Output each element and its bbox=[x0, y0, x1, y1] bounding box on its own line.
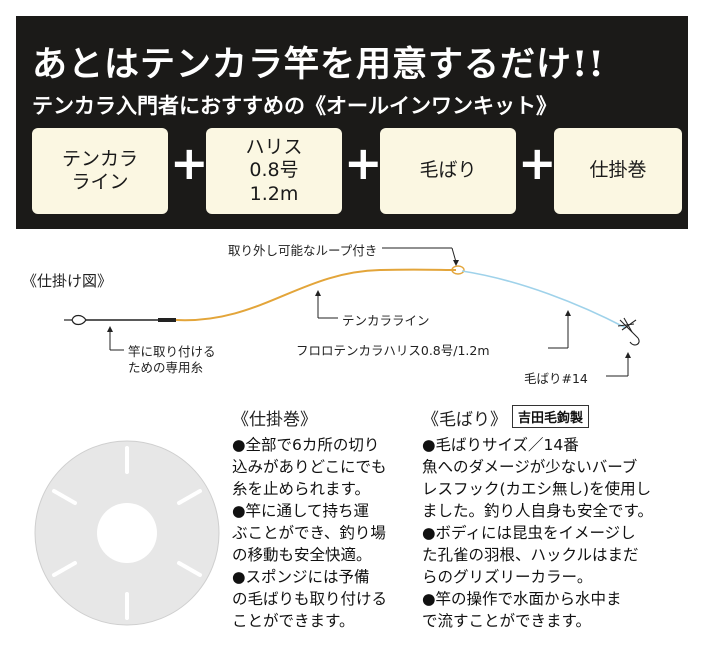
rigging-diagram bbox=[64, 247, 640, 377]
fly-section-title: 《毛ばり》 bbox=[422, 410, 507, 430]
headline: あとはテンカラ竿を用意するだけ!! bbox=[32, 44, 605, 85]
list-item: 魚へのダメージが少ないバーブ bbox=[422, 458, 638, 476]
plus-sign: + bbox=[170, 136, 209, 190]
loop-icon bbox=[451, 265, 465, 275]
list-item: 込みがありどこにでも bbox=[232, 458, 387, 476]
label-tenkara-line: テンカラライン bbox=[342, 313, 430, 328]
rod-thread-line bbox=[64, 314, 176, 326]
list-item: ぶことができ、釣り場 bbox=[232, 524, 386, 542]
list-item: ●ボディには昆虫をイメージし bbox=[422, 524, 636, 542]
label-rod-attach-2: ための専用糸 bbox=[128, 360, 204, 375]
kit-item-line: 仕掛巻 bbox=[589, 159, 647, 182]
kit-header-band: あとはテンカラ竿を用意するだけ!! テンカラ入門者におすすめの《オールインワンキ… bbox=[16, 16, 688, 229]
label-fly: 毛ばり#14 bbox=[524, 371, 588, 386]
plus-sign: + bbox=[518, 136, 557, 190]
spool-feature-list: ●全部で6カ所の切り 込みがありどこにでも 糸を止められます。 ●竿に通して持ち… bbox=[232, 434, 387, 632]
kit-item-fly: 毛ばり bbox=[380, 128, 516, 214]
label-loop: 取り外し可能なループ付き bbox=[228, 243, 378, 258]
maker-badge: 吉田毛鉤製 bbox=[512, 405, 590, 428]
fly-feature-list: ●毛ばりサイズ／14番 魚へのダメージが少ないバーブ レスフック(カエシ無し)を… bbox=[422, 434, 653, 632]
list-item: ●スポンジには予備 bbox=[232, 568, 370, 586]
kit-item-line: 0.8号 bbox=[249, 159, 299, 182]
diagram-title: 《仕掛け図》 bbox=[22, 272, 113, 290]
list-item: 糸を止められます。 bbox=[232, 480, 370, 498]
list-item: ●竿に通して持ち運 bbox=[232, 502, 370, 520]
kit-item-line: 1.2m bbox=[249, 182, 299, 205]
list-item: らのグリズリーカラー。 bbox=[422, 568, 593, 586]
list-item: ●全部で6カ所の切り bbox=[232, 436, 380, 454]
list-item: ことができます。 bbox=[232, 612, 355, 630]
label-harisu: フロロテンカラハリス0.8号/1.2m bbox=[296, 343, 490, 358]
kit-item-line: テンカラ bbox=[61, 147, 138, 170]
subheadline: テンカラ入門者におすすめの《オールインワンキット》 bbox=[32, 93, 557, 118]
kit-item-line: 毛ばり bbox=[419, 159, 477, 182]
list-item: ●竿の操作で水面から水中ま bbox=[422, 590, 622, 608]
kit-item-line: ハリス bbox=[245, 136, 303, 159]
fly-icon bbox=[617, 317, 640, 346]
list-item: の毛ばりも取り付ける bbox=[232, 590, 388, 608]
kit-item-tenkara-line: テンカラ ライン bbox=[32, 128, 168, 214]
harisu-line bbox=[461, 270, 627, 329]
list-item: ●毛ばりサイズ／14番 bbox=[422, 436, 579, 454]
tenkara-line bbox=[175, 268, 457, 322]
kit-item-spool: 仕掛巻 bbox=[554, 128, 682, 214]
plus-sign: + bbox=[344, 136, 383, 190]
list-item: レスフック(カエシ無し)を使用し bbox=[422, 480, 652, 498]
list-item: で流すことができます。 bbox=[422, 612, 591, 630]
kit-item-line: ライン bbox=[71, 171, 129, 193]
list-item: ました。釣り人自身も安全です。 bbox=[422, 502, 653, 520]
spool-section-title: 《仕掛巻》 bbox=[232, 410, 317, 430]
spool-illustration bbox=[34, 440, 220, 626]
kit-item-harisu: ハリス 0.8号 1.2m bbox=[206, 128, 342, 214]
list-item: の移動も安全快適。 bbox=[232, 546, 372, 564]
label-rod-attach: 竿に取り付ける bbox=[128, 344, 216, 359]
list-item: た孔雀の羽根、ハックルはまだ bbox=[422, 546, 639, 564]
